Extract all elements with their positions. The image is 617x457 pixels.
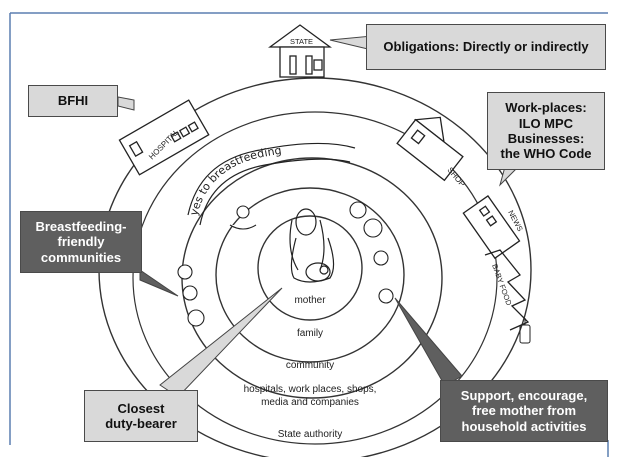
obligations-text: Obligations: Directly or indirectly — [383, 39, 589, 55]
obligations-callout: Obligations: Directly or indirectly — [366, 24, 606, 70]
banner-ribbon-bottom — [199, 158, 351, 226]
workplaces-line4: the WHO Code — [500, 146, 592, 162]
state-authority-label: State authority — [277, 429, 343, 440]
news-sketch — [462, 195, 521, 260]
support-pointer — [394, 297, 463, 387]
support-line1: Support, encourage, — [460, 388, 588, 403]
ring-family — [215, 187, 405, 363]
ring-mother — [257, 215, 363, 321]
bfhi-text: BFHI — [57, 93, 89, 109]
workplaces-line3: Businesses: — [507, 131, 585, 146]
bfhi-pointer — [117, 96, 135, 111]
baby-bottle-sketch — [519, 318, 531, 344]
support-line2: free mother from — [471, 403, 577, 419]
workplaces-line2: ILO MPC — [518, 115, 574, 131]
hospitals-label-line1: hospitals, work places, shops, — [243, 384, 377, 395]
community-label: community — [285, 360, 335, 371]
duty-bearer-line1: Closest — [117, 400, 165, 416]
workplaces-line1: Work-places: — [505, 100, 587, 116]
communities-line3: communities — [40, 249, 122, 265]
communities-line1: Breastfeeding- — [35, 219, 127, 234]
ring-hospitals — [132, 111, 498, 445]
bfhi-callout: BFHI — [28, 85, 118, 117]
communities-line2: friendly — [57, 234, 105, 250]
communities-callout: Breastfeeding- friendly communities — [20, 211, 142, 273]
support-line3: household activities — [461, 418, 587, 434]
state-building-sketch — [268, 24, 332, 78]
banner-ribbon-top — [187, 142, 356, 216]
shop-label: SHOP — [445, 166, 466, 189]
support-callout: Support, encourage, free mother from hou… — [440, 380, 608, 442]
state-building-label: STATE — [290, 37, 313, 46]
duty-bearer-callout: Closest duty-bearer — [84, 390, 198, 442]
workplaces-callout: Work-places: ILO MPC Businesses: the WHO… — [487, 92, 605, 170]
communities-pointer — [139, 269, 179, 297]
mother-label: mother — [294, 295, 326, 306]
hospitals-label-line2: media and companies — [261, 397, 359, 408]
people-doodles — [177, 201, 394, 327]
mother-and-child-sketch — [289, 208, 335, 283]
shop-sketch — [396, 116, 464, 182]
banner-text: yes to breastfeeding — [187, 144, 282, 217]
duty-bearer-line2: duty-bearer — [105, 416, 177, 431]
family-label: family — [296, 328, 324, 339]
hospital-sketch — [118, 99, 210, 176]
